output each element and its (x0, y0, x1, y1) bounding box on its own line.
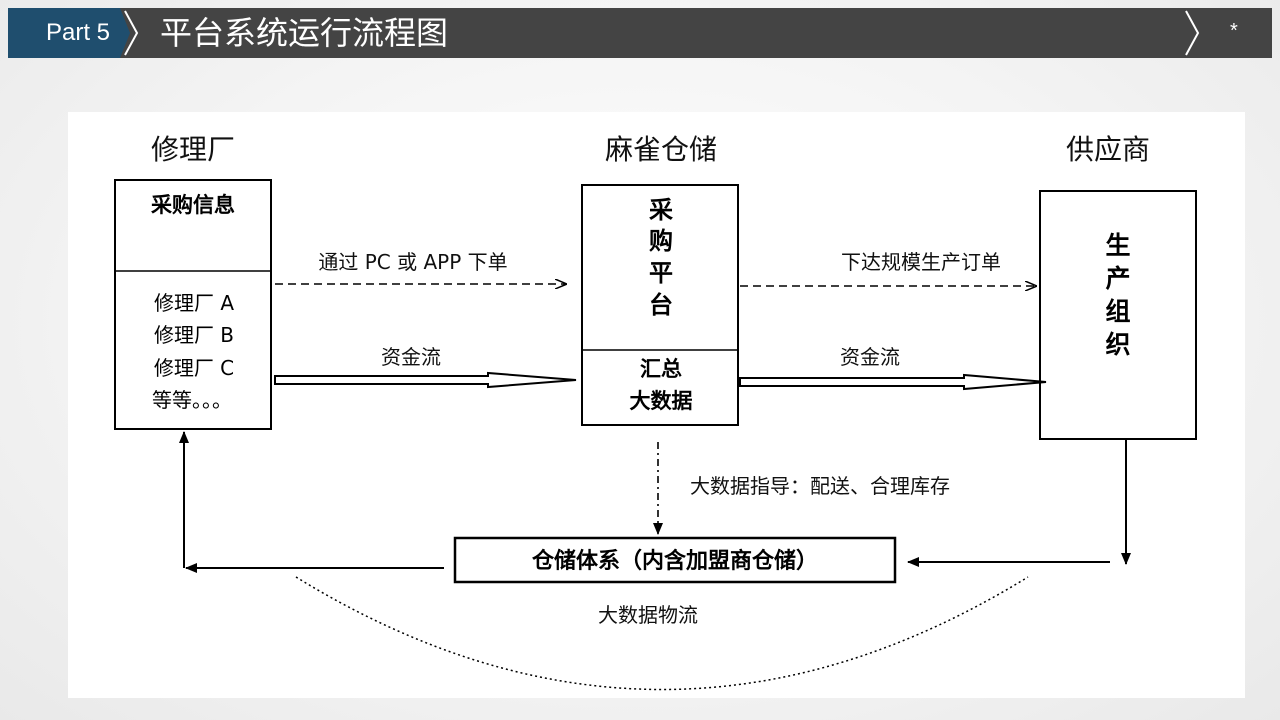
money-flow-label-left: 资金流 (381, 345, 441, 369)
repair-item-etc: 等等。。。 (152, 388, 232, 412)
bigdata-guide-label: 大数据指导：配送、合理库存 (690, 474, 950, 498)
production-char-2: 产 (1105, 264, 1130, 293)
storage-system-label: 仓储体系（内含加盟商仓储） (531, 548, 818, 574)
production-char-1: 生 (1105, 231, 1130, 260)
money-flow-label-right: 资金流 (840, 345, 900, 369)
summary-label: 汇总 (640, 357, 682, 381)
part-label: Part 5 (46, 19, 111, 46)
slide-title: 平台系统运行流程图 (160, 14, 449, 52)
flow-diagram: 修理厂 麻雀仓储 供应商 采购信息 修理厂 A 修理厂 B 修理厂 C 等等。。… (114, 133, 1197, 691)
purchase-platform-box (581, 184, 739, 426)
repair-column-title: 修理厂 (151, 133, 235, 166)
diagram-panel: 修理厂 麻雀仓储 供应商 采购信息 修理厂 A 修理厂 B 修理厂 C 等等。。… (68, 112, 1245, 698)
logistics-curve (295, 576, 1029, 691)
production-org-box (1039, 190, 1197, 440)
order-label: 通过 PC 或 APP 下单 (318, 250, 507, 274)
money-flow-arrow-right (739, 373, 1047, 391)
platform-char-4: 台 (649, 291, 673, 319)
title-bar: Part 5 平台系统运行流程图 * (8, 8, 1272, 58)
production-char-4: 织 (1105, 330, 1130, 359)
repair-item-b: 修理厂 B (154, 323, 234, 347)
repair-item-a: 修理厂 A (154, 291, 234, 315)
platform-char-1: 采 (649, 196, 673, 224)
production-order-label: 下达规模生产订单 (841, 250, 1001, 274)
bigdata-label: 大数据 (630, 389, 693, 413)
repair-shop-box (114, 179, 272, 430)
storage-system-box (453, 536, 897, 584)
warehouse-column-title: 麻雀仓储 (605, 133, 717, 166)
purchase-info-header: 采购信息 (151, 193, 235, 217)
platform-char-3: 平 (649, 259, 673, 287)
supplier-column-title: 供应商 (1066, 133, 1150, 166)
chevron-right-icon (1185, 10, 1200, 56)
platform-char-2: 购 (649, 227, 673, 255)
page-mark: * (1230, 20, 1238, 42)
money-flow-arrow-left (274, 371, 577, 389)
part-tab (8, 8, 130, 58)
production-char-3: 组 (1105, 297, 1130, 326)
logistics-label: 大数据物流 (598, 603, 698, 627)
tab-chevron-icon (124, 10, 139, 56)
repair-item-c: 修理厂 C (154, 356, 234, 380)
